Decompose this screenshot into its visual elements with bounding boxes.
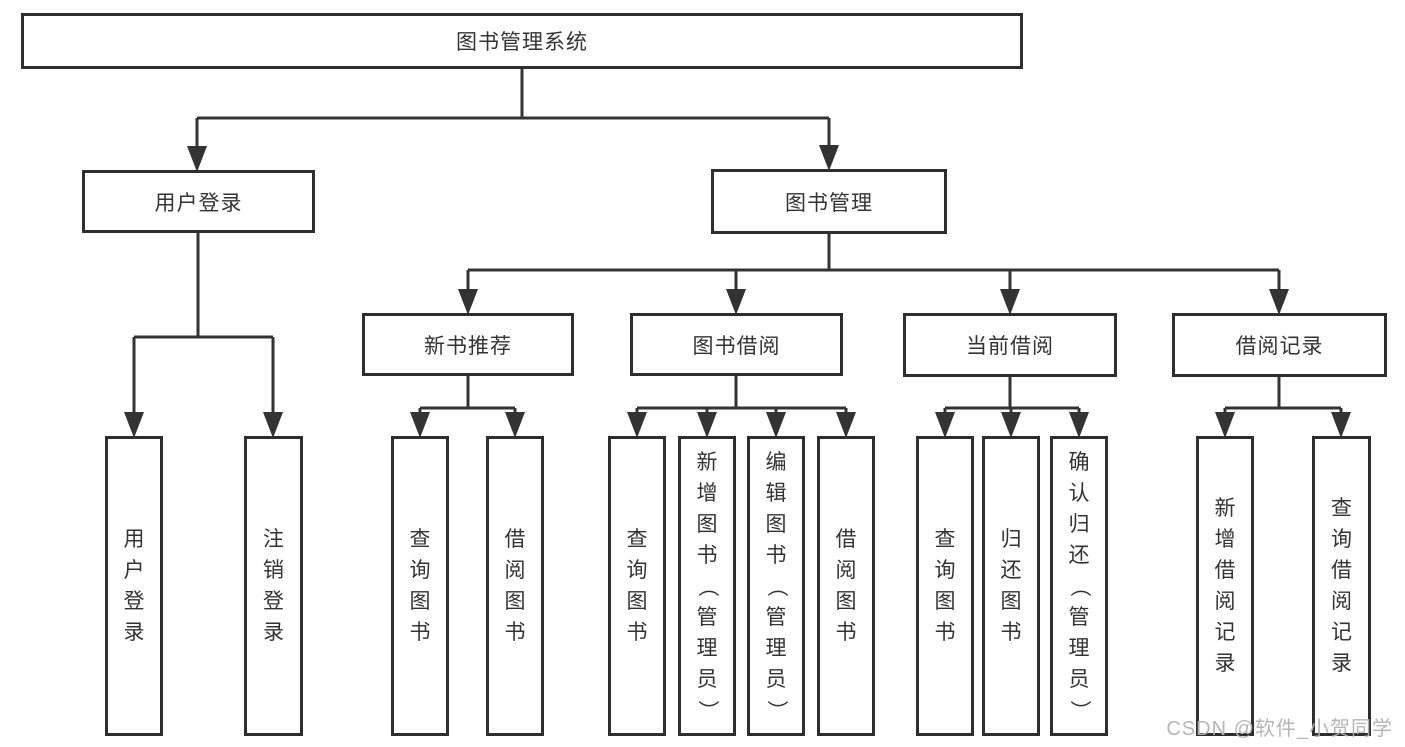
leaf-borrow-books-2-label: 借阅图书 xyxy=(835,528,857,644)
node-book-management-label: 图书管理 xyxy=(785,191,873,215)
leaf-return-books-label: 归还图书 xyxy=(1000,528,1022,644)
node-book-management: 图书管理 xyxy=(711,169,947,234)
leaf-add-borrow-record-label: 新增借阅记录 xyxy=(1214,497,1236,675)
node-book-borrowing: 图书借阅 xyxy=(630,313,843,376)
leaf-borrow-books-2: 借阅图书 xyxy=(817,436,875,736)
leaf-query-books-1: 查询图书 xyxy=(391,436,449,736)
node-borrow-records: 借阅记录 xyxy=(1172,313,1387,377)
leaf-return-books: 归还图书 xyxy=(982,436,1040,736)
leaf-query-books-3-label: 查询图书 xyxy=(934,528,956,644)
node-new-book-recommend: 新书推荐 xyxy=(362,313,574,376)
node-book-borrowing-label: 图书借阅 xyxy=(692,334,781,358)
node-current-borrowing-label: 当前借阅 xyxy=(966,335,1054,358)
leaf-logout: 注销登录 xyxy=(244,436,303,736)
leaf-user-login: 用户登录 xyxy=(105,436,163,736)
leaf-edit-book-admin-label: 编辑图书（管理员） xyxy=(764,450,788,721)
leaf-confirm-return-admin: 确认归还（管理员） xyxy=(1050,436,1108,736)
node-borrow-records-label: 借阅记录 xyxy=(1235,335,1324,358)
leaf-add-book-admin: 新增图书（管理员） xyxy=(678,436,736,736)
leaf-logout-label: 注销登录 xyxy=(263,528,284,644)
leaf-query-books-2: 查询图书 xyxy=(608,436,666,736)
node-user-login: 用户登录 xyxy=(82,170,315,233)
leaf-query-borrow-record-label: 查询借阅记录 xyxy=(1331,497,1352,675)
node-new-book-recommend-label: 新书推荐 xyxy=(424,334,512,358)
watermark-text: CSDN @软件_小贺同学 xyxy=(1166,718,1393,740)
node-library-system: 图书管理系统 xyxy=(21,13,1023,69)
leaf-query-books-2-label: 查询图书 xyxy=(626,528,648,644)
leaf-edit-book-admin: 编辑图书（管理员） xyxy=(747,436,805,736)
leaf-add-book-admin-label: 新增图书（管理员） xyxy=(695,450,719,721)
leaf-confirm-return-admin-label: 确认归还（管理员） xyxy=(1067,450,1091,721)
leaf-borrow-books-1-label: 借阅图书 xyxy=(504,528,526,644)
leaf-query-borrow-record: 查询借阅记录 xyxy=(1312,436,1371,736)
leaf-query-books-3: 查询图书 xyxy=(916,436,974,736)
leaf-borrow-books-1: 借阅图书 xyxy=(486,436,544,736)
leaf-user-login-label: 用户登录 xyxy=(123,528,145,644)
node-library-system-label: 图书管理系统 xyxy=(456,31,588,54)
leaf-query-books-1-label: 查询图书 xyxy=(409,528,431,644)
leaf-add-borrow-record: 新增借阅记录 xyxy=(1196,436,1254,736)
node-current-borrowing: 当前借阅 xyxy=(903,313,1117,377)
node-user-login-label: 用户登录 xyxy=(154,191,243,215)
